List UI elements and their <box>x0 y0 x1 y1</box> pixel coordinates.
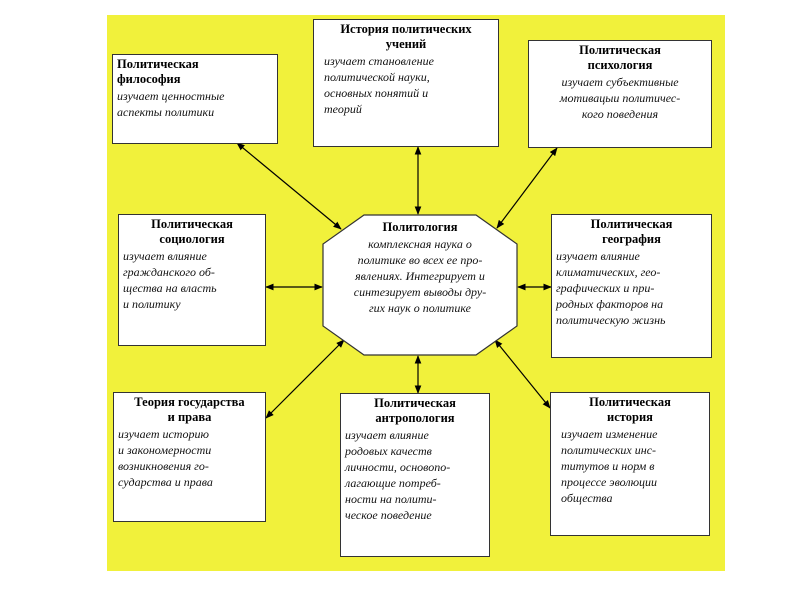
box-theory-of-state-and-law: Теория государства и права изучает истор… <box>113 392 266 522</box>
center-title: Политология <box>382 220 458 234</box>
box-title: Политическая социология <box>151 217 233 246</box>
box-description: изучает изменение политических инс- титу… <box>561 427 658 505</box>
box-title: Политическая психология <box>579 43 661 72</box>
box-description: изучает влияние гражданского об- щества … <box>123 249 217 311</box>
box-political-psychology: Политическая психология изучает субъекти… <box>528 40 712 148</box>
center-octagon-political-science: Политология комплексная наука о политике… <box>322 214 518 356</box>
box-description: изучает ценностные аспекты политики <box>117 89 225 119</box>
box-description: изучает влияние родовых качеств личности… <box>345 428 451 522</box>
box-political-anthropology: Политическая антропология изучает влияни… <box>340 393 490 557</box>
center-description: комплексная наука о политике во всех ее … <box>353 237 487 315</box>
box-title: Теория государства и права <box>134 395 245 424</box>
box-title: История политических учений <box>340 22 472 51</box>
box-political-geography: Политическая география изучает влияние к… <box>551 214 712 358</box>
box-title: Политическая история <box>589 395 671 424</box>
box-description: изучает влияние климатических, гео- граф… <box>556 249 666 327</box>
box-history-of-political-teachings: История политических учений изучает стан… <box>313 19 499 147</box>
box-title: Политическая география <box>590 217 673 246</box>
box-title: Политическая философия <box>117 57 199 86</box>
box-political-sociology: Политическая социология изучает влияние … <box>118 214 266 346</box>
box-political-history: Политическая история изучает изменение п… <box>550 392 710 536</box>
box-description: изучает становление политической науки, … <box>324 54 434 116</box>
box-description: изучает субъективные мотивацыи политичес… <box>559 75 681 121</box>
box-political-philosophy: Политическая философия изучает ценностны… <box>112 54 278 144</box>
box-description: изучает историю и закономерности возникн… <box>118 427 213 489</box>
box-title: Политическая антропология <box>374 396 456 425</box>
octagon-shape <box>322 214 518 356</box>
